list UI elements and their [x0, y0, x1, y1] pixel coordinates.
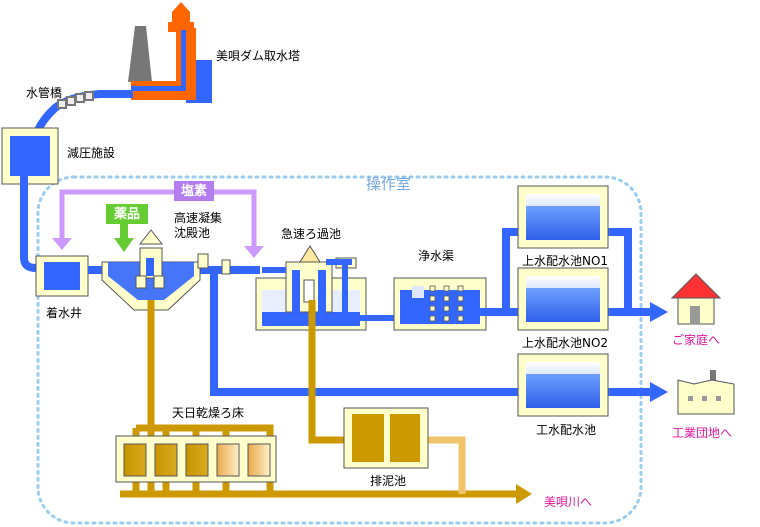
pressure-facility-label: 減圧施設: [67, 146, 116, 160]
water-bridge-label: 水管橋: [26, 86, 63, 100]
control-room-boundary: [36, 175, 643, 525]
chlorine-tag: [174, 181, 214, 201]
sludge-pond: [343, 407, 429, 469]
industrial-reservoir: [517, 353, 609, 417]
industrial-reservoir-label: 工水配水池: [536, 423, 597, 437]
distribution-no2-label: 上水配水池NO2: [522, 336, 609, 350]
chemicals-label: 薬品: [113, 207, 140, 222]
chlorine-line: [59, 189, 257, 250]
clear-water-channel: [393, 277, 487, 331]
sedimentation-label-1: 高速凝集: [174, 211, 223, 225]
chemicals-tag: [106, 204, 148, 224]
sludge-pond-label: 排泥池: [370, 474, 407, 488]
intake-tower-label: 美唄ダム取水塔: [216, 49, 301, 63]
distribution-reservoir-no2: [517, 267, 609, 331]
house-icon: [670, 273, 722, 325]
sun-drying-bed-label: 天日乾燥ろ床: [172, 406, 245, 420]
to-industrial-label: 工業団地へ: [672, 426, 733, 440]
water-bridge-icon: [57, 91, 94, 109]
distribution-no1-label: 上水配水池NO1: [522, 254, 609, 268]
receiving-well-label: 着水井: [46, 306, 83, 320]
to-river-label: 美唄川へ: [544, 495, 593, 509]
distribution-reservoir-no1: [517, 185, 609, 249]
sun-drying-bed: [115, 435, 277, 483]
intake-tower-icon: [128, 2, 212, 103]
control-room-label: 操作室: [366, 175, 412, 193]
clear-water-channel-label: 浄水渠: [418, 249, 455, 263]
sedimentation-label-2: 沈殿池: [174, 226, 211, 240]
factory-icon: [677, 370, 735, 415]
to-homes-label: ご家庭へ: [672, 333, 721, 347]
rapid-filter-label: 急速ろ過池: [281, 227, 342, 241]
chlorine-label: 塩素: [180, 184, 207, 199]
